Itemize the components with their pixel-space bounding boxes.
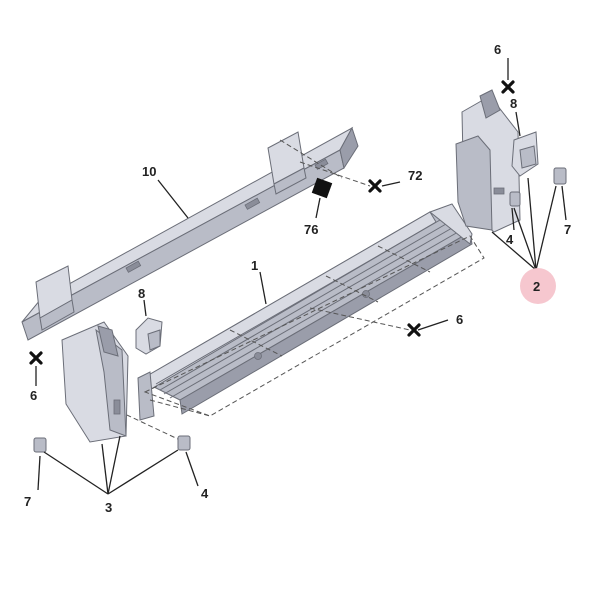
callout-6-left: 6 xyxy=(30,388,37,403)
callout-7-right: 7 xyxy=(564,222,571,237)
callout-8-right: 8 xyxy=(510,96,517,111)
fastener-7-left xyxy=(33,437,47,453)
callout-7-left: 7 xyxy=(24,494,31,509)
fastener-4-right xyxy=(509,191,521,207)
callout-8-left: 8 xyxy=(138,286,145,301)
side-rail-10 xyxy=(21,126,359,341)
clip-8-right xyxy=(511,131,539,177)
leader-lines xyxy=(35,58,567,495)
fastener-7-right xyxy=(553,167,567,185)
fixing-marker-6-left xyxy=(29,351,43,365)
callout-6-top: 6 xyxy=(494,42,501,57)
end-cap-3 xyxy=(61,321,129,443)
pad-76 xyxy=(311,177,333,199)
fastener-4-left xyxy=(177,435,191,451)
callout-10: 10 xyxy=(142,164,156,179)
clip-8-left xyxy=(135,317,163,355)
callout-76: 76 xyxy=(304,222,318,237)
assembly-guides xyxy=(111,139,485,441)
running-board-1 xyxy=(137,203,473,421)
callout-72: 72 xyxy=(408,168,422,183)
callout-2-highlight xyxy=(520,268,556,304)
fixing-marker-72 xyxy=(368,179,382,193)
callout-3: 3 xyxy=(105,500,112,515)
fixing-marker-6-top xyxy=(501,80,515,94)
end-cap-2 xyxy=(455,89,521,233)
callout-6-middle: 6 xyxy=(456,312,463,327)
fixing-marker-6-middle xyxy=(407,323,421,337)
callout-4-right: 4 xyxy=(506,232,514,247)
callout-2: 2 xyxy=(533,279,540,294)
callout-4-left: 4 xyxy=(201,486,209,501)
callout-1: 1 xyxy=(251,258,258,273)
